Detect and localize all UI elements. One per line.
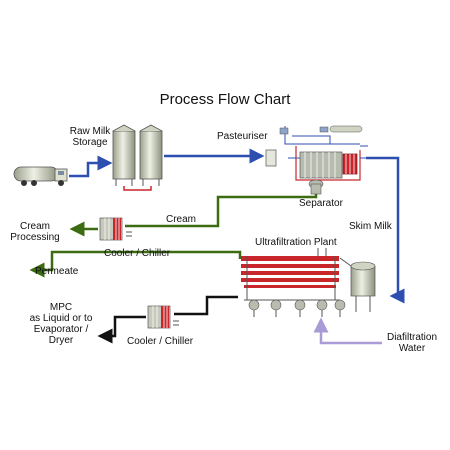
ultrafiltration-plant-label: Ultrafiltration Plant [255, 237, 337, 248]
raw-milk-inflow-line [69, 155, 113, 178]
mpc-outflow-line [97, 315, 146, 344]
raw-milk-label: Raw Milk [69, 126, 111, 137]
cream-processing-line1: Cream [19, 221, 50, 232]
diafiltration-water-line [313, 317, 382, 345]
raw-milk-storage-tanks-icon [112, 124, 163, 191]
mpc-label-line3: Evaporator / [33, 324, 89, 335]
cooler-chiller-bottom-icon [147, 305, 179, 329]
cooler-chiller-top-icon [99, 217, 132, 241]
cream-processing-line2: Processing [10, 232, 60, 243]
skim-milk-line [366, 156, 405, 304]
ultrafiltration-plant-icon [241, 248, 376, 317]
mpc-line-to-cooler [174, 295, 238, 316]
cream-processing-label: Cream Processing [6, 221, 64, 243]
pasteuriser-separator-icon [265, 125, 370, 195]
milk-tanker-icon [13, 166, 68, 186]
mpc-label-line2: as Liquid or to [29, 313, 93, 324]
permeate-line [29, 250, 242, 278]
cream-line [125, 194, 318, 228]
skim-milk-label: Skim Milk [349, 221, 392, 232]
cooler-chiller-top-label: Cooler / Chiller [104, 248, 171, 259]
diafiltration-label-line1: Diafiltration [386, 332, 438, 343]
mpc-output-label: MPC as Liquid or to Evaporator / Dryer [26, 302, 96, 346]
permeate-label: Permeate [35, 266, 79, 277]
cooler-chiller-bottom-label: Cooler / Chiller [127, 336, 194, 347]
separator-label: Separator [299, 198, 343, 209]
diafiltration-water-label: Diafiltration Water [382, 332, 442, 354]
mpc-label-line4: Dryer [48, 335, 74, 346]
diafiltration-label-line2: Water [398, 343, 426, 354]
mpc-label-line1: MPC [49, 302, 73, 313]
cream-label: Cream [166, 214, 197, 225]
pasteuriser-label: Pasteuriser [217, 131, 268, 142]
storage-label: Storage [72, 137, 108, 148]
chart-title: Process Flow Chart [159, 91, 291, 108]
raw-milk-storage-label: Raw Milk Storage [60, 126, 120, 148]
